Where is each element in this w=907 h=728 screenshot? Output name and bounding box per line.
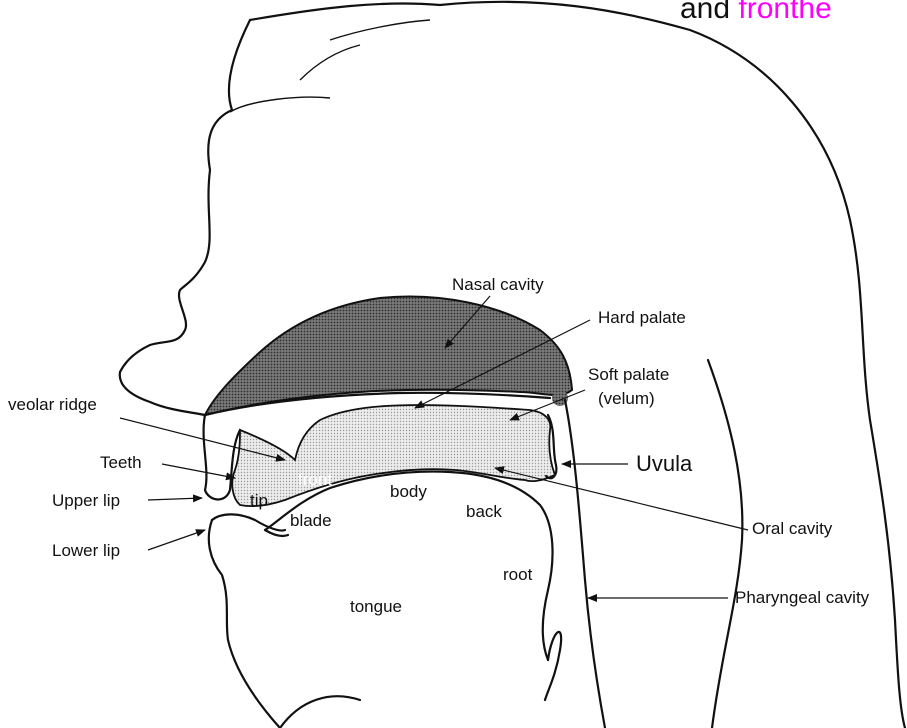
pointer-upper-lip [148, 498, 202, 500]
label-teeth: Teeth [100, 453, 142, 472]
label-tongue: tongue [350, 597, 402, 616]
chin-outline [209, 520, 280, 728]
neck-line [708, 360, 742, 728]
label-back: back [466, 502, 502, 521]
hair-line-2 [300, 45, 360, 80]
label-front: front [298, 470, 332, 489]
pointer-teeth [162, 464, 235, 478]
ear-line [230, 97, 330, 112]
label-upper-lip: Upper lip [52, 491, 120, 510]
label-oral-cavity: Oral cavity [752, 519, 833, 538]
label-body: body [390, 482, 427, 501]
forehead-outline [120, 20, 250, 415]
top-caption-highlight: fronthe [738, 0, 831, 25]
top-caption-prefix: and [680, 0, 738, 25]
nasal-cavity-shape [205, 297, 572, 415]
label-nasal-cavity: Nasal cavity [452, 275, 544, 294]
pharynx-back-wall [565, 400, 605, 728]
label-uvula: Uvula [636, 451, 693, 476]
label-pharyngeal-cavity: Pharyngeal cavity [735, 588, 870, 607]
pointer-lower-lip [148, 530, 205, 550]
label-blade: blade [290, 511, 332, 530]
throat-front [280, 696, 360, 728]
label-velum: (velum) [598, 389, 655, 408]
label-root: root [503, 565, 533, 584]
hair-line-1 [330, 20, 430, 40]
top-caption: and fronthe [680, 0, 832, 25]
label-soft-palate: Soft palate [588, 365, 669, 384]
label-tip: tip [250, 491, 268, 510]
label-alveolar-ridge: veolar ridge [8, 395, 97, 414]
label-lower-lip: Lower lip [52, 541, 120, 560]
label-hard-palate: Hard palate [598, 308, 686, 327]
epiglottis [545, 632, 561, 700]
